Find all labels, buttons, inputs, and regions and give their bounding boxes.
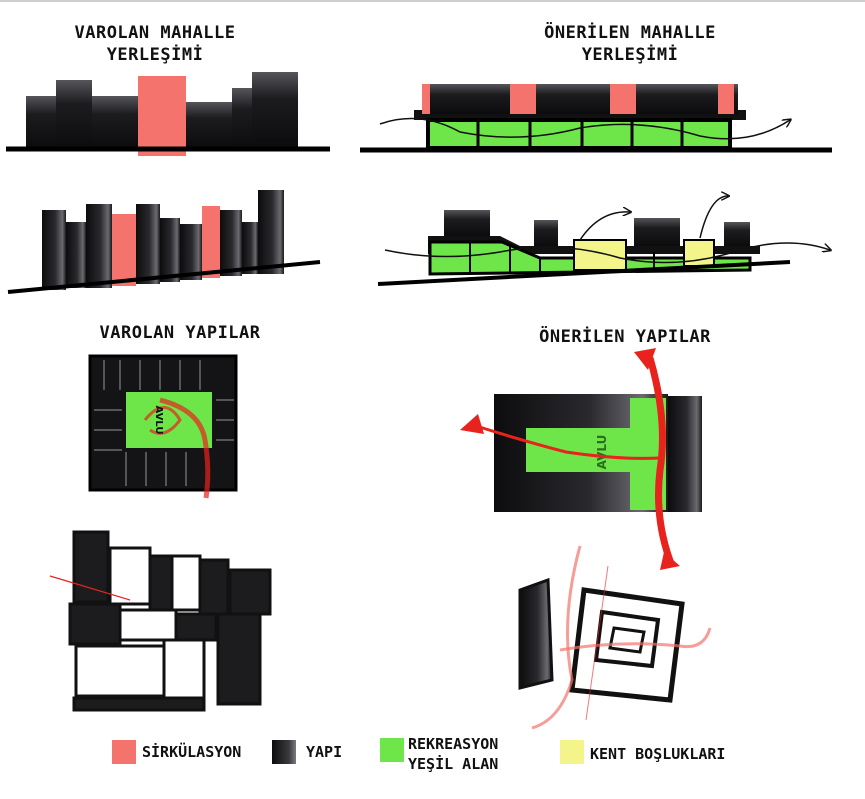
air-flow-arrow (379, 117, 790, 140)
building-block (444, 210, 490, 236)
building-block (72, 530, 110, 604)
circulation-arrow (559, 627, 712, 652)
building-block (593, 609, 661, 669)
building-block (148, 554, 174, 612)
arrow-head (460, 414, 484, 434)
title-line: VAROLAN MAHALLE (74, 23, 236, 43)
building-block (170, 554, 202, 612)
building-block (92, 96, 138, 148)
building-block (232, 88, 252, 148)
building-block (86, 204, 112, 288)
existing-section-sloped (7, 190, 321, 294)
legend-text: YEŞİL ALAN (408, 755, 499, 773)
courtyard-label: AVLU (153, 406, 164, 435)
building-block (186, 102, 232, 148)
proposed-buildings-plan: AVLU (460, 348, 702, 570)
building-block (42, 210, 66, 290)
building-block (242, 222, 258, 274)
top-border-line (0, 0, 865, 2)
existing-buildings-axo (49, 530, 272, 712)
courtyard-green (526, 428, 630, 472)
circulation-arrow (159, 397, 211, 499)
circulation-block (718, 84, 734, 114)
building-block (634, 218, 680, 246)
building-block (252, 72, 298, 148)
circulation-block (510, 84, 536, 114)
slab (414, 110, 746, 120)
courtyard-label: AVLU (595, 435, 609, 470)
ground-line (377, 260, 791, 286)
proposed-section-flat (360, 84, 832, 153)
circulation-arrow (469, 422, 661, 460)
building-block (56, 80, 92, 148)
building-block (724, 222, 750, 246)
legend-label-building: YAPI (306, 743, 343, 761)
circulation-block (610, 84, 636, 114)
title-proposed-buildings: ÖNERİLEN YAPILAR (539, 327, 711, 347)
title-line: YERLEŞİMİ (581, 45, 679, 65)
building-block (258, 190, 284, 274)
building-block (68, 602, 122, 646)
existing-section-flat (6, 72, 330, 156)
title-line: YERLEŞİMİ (106, 45, 204, 65)
building-block (180, 224, 202, 280)
ground-line (7, 260, 321, 294)
building-block (26, 96, 56, 148)
legend-swatch-circulation (112, 740, 136, 764)
circulation-block (112, 214, 136, 286)
building-block (160, 218, 180, 282)
building-block (174, 612, 218, 642)
building-block (66, 222, 86, 288)
legend-swatch-urban-void (560, 740, 584, 764)
urban-void-block (573, 239, 627, 271)
building-block (518, 577, 554, 690)
circulation-arrow (646, 357, 676, 568)
legend-label-green: REKREASYON YEŞİL ALAN (408, 734, 498, 774)
circulation-arrow (143, 406, 182, 435)
building-block (668, 396, 702, 512)
building-roof-lines (94, 360, 234, 486)
building-block (608, 626, 646, 654)
legend-swatch-green (380, 738, 404, 762)
building-block (118, 608, 178, 642)
building-block (136, 204, 160, 284)
legend-swatch-building (272, 740, 296, 764)
building-block (72, 696, 206, 712)
title-proposed-neighborhood: ÖNERİLEN MAHALLE YERLEŞİMİ (515, 22, 745, 66)
air-flow-arrow (384, 242, 830, 264)
title-line: ÖNERİLEN MAHALLE (544, 23, 716, 43)
building-block (422, 84, 738, 114)
building-block (162, 638, 206, 700)
building-block (228, 568, 272, 616)
circulation-block (422, 84, 430, 114)
building-block (216, 612, 262, 706)
title-existing-neighborhood: VAROLAN MAHALLE YERLEŞİMİ (40, 22, 270, 66)
building-block (220, 210, 242, 276)
circulation-arrow (531, 545, 582, 730)
urban-void-block (683, 239, 715, 267)
arrow-head (660, 552, 680, 570)
circulation-block (138, 76, 186, 156)
existing-buildings-plan: AVLU (88, 354, 238, 499)
air-flow-arrow (579, 212, 630, 241)
building-block (74, 644, 166, 698)
arrow-head (634, 348, 656, 370)
circulation-line (585, 565, 609, 721)
circulation-line (49, 575, 131, 601)
building-block (198, 558, 230, 622)
legend-label-urban-void: KENT BOŞLUKLARI (590, 745, 726, 763)
air-flow-arrow (699, 196, 728, 239)
legend-text: REKREASYON (408, 735, 499, 753)
title-existing-buildings: VAROLAN YAPILAR (99, 323, 261, 343)
circulation-block (202, 206, 220, 278)
building-block (534, 220, 558, 246)
proposed-section-sloped (377, 196, 830, 286)
proposed-buildings-axo (518, 545, 712, 730)
legend-label-circulation: SİRKÜLASYON (142, 743, 242, 761)
